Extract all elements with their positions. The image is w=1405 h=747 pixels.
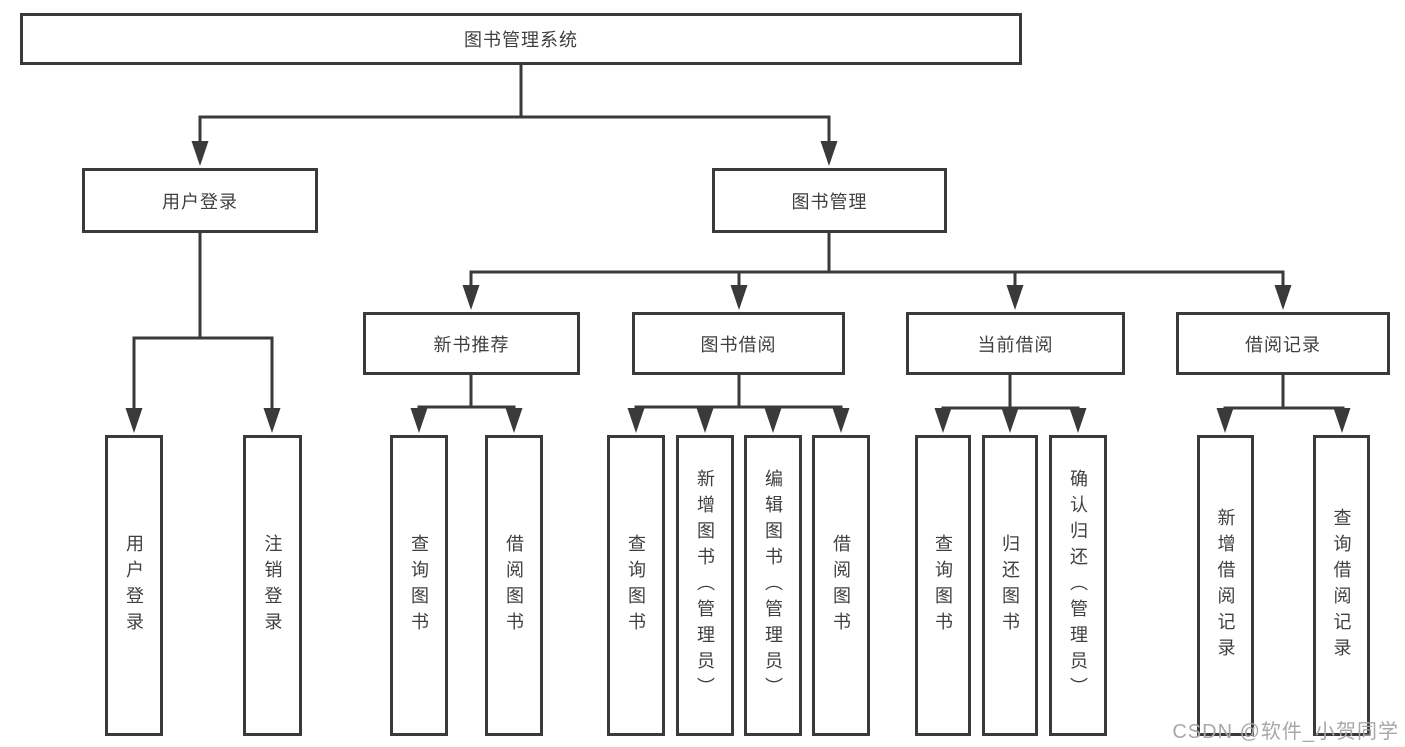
node-label-leaf-query-books-borrowing: 查询图书	[626, 533, 646, 638]
arrowhead-down-icon	[410, 408, 428, 433]
node-label-leaf-query-books-current: 查询图书	[933, 533, 953, 638]
arrowhead-down-icon	[1069, 408, 1087, 433]
node-label-leaf-borrow-books-borrowing: 借阅图书	[831, 533, 851, 638]
node-label-leaf-add-books-admin: 新增图书（管理员）	[695, 468, 715, 703]
node-leaf-add-borrow-record: 新增借阅记录	[1197, 435, 1254, 736]
node-leaf-query-books-current: 查询图书	[915, 435, 971, 736]
node-label-current-borrowing: 当前借阅	[977, 334, 1054, 355]
node-label-leaf-confirm-return-admin: 确认归还（管理员）	[1068, 468, 1088, 703]
arrowhead-down-icon	[505, 408, 523, 433]
node-label-leaf-logout: 注销登录	[262, 533, 283, 638]
node-leaf-query-books-borrowing: 查询图书	[607, 435, 665, 736]
node-book-borrowing: 图书借阅	[632, 312, 845, 375]
watermark: CSDN @软件_小贺同学	[1172, 721, 1399, 743]
node-label-borrowing-records: 借阅记录	[1245, 334, 1321, 355]
node-leaf-edit-books-admin: 编辑图书（管理员）	[744, 435, 802, 736]
arrowhead-down-icon	[764, 408, 782, 433]
node-label-leaf-edit-books-admin: 编辑图书（管理员）	[763, 468, 783, 703]
node-leaf-confirm-return-admin: 确认归还（管理员）	[1049, 435, 1107, 736]
node-leaf-add-books-admin: 新增图书（管理员）	[676, 435, 734, 736]
arrowhead-down-icon	[1216, 408, 1234, 433]
node-leaf-borrow-books-borrowing: 借阅图书	[812, 435, 870, 736]
arrowhead-down-icon	[730, 285, 748, 310]
node-book-management: 图书管理	[712, 168, 947, 233]
arrowhead-down-icon	[1274, 285, 1292, 310]
node-leaf-return-books: 归还图书	[982, 435, 1038, 736]
arrowhead-down-icon	[1001, 408, 1019, 433]
node-new-book-recommend: 新书推荐	[363, 312, 580, 375]
node-label-leaf-add-borrow-record: 新增借阅记录	[1215, 507, 1236, 664]
arrowhead-down-icon	[462, 285, 480, 310]
node-leaf-borrow-books-recommend: 借阅图书	[485, 435, 543, 736]
arrowhead-down-icon	[696, 408, 714, 433]
arrowhead-down-icon	[1333, 408, 1351, 433]
node-current-borrowing: 当前借阅	[906, 312, 1125, 375]
arrowhead-down-icon	[934, 408, 952, 433]
node-label-book-borrowing: 图书借阅	[700, 334, 777, 355]
node-label-book-management: 图书管理	[791, 191, 868, 212]
node-leaf-query-borrow-record: 查询借阅记录	[1313, 435, 1370, 736]
arrowhead-down-icon	[1006, 285, 1024, 310]
arrowhead-down-icon	[263, 408, 281, 433]
node-label-leaf-borrow-books-recommend: 借阅图书	[504, 533, 524, 638]
node-system: 图书管理系统	[20, 13, 1022, 65]
arrowhead-down-icon	[820, 141, 838, 166]
node-leaf-query-books-recommend: 查询图书	[390, 435, 448, 736]
arrowhead-down-icon	[125, 408, 143, 433]
arrowhead-down-icon	[191, 141, 209, 166]
node-label-new-book-recommend: 新书推荐	[433, 334, 510, 355]
node-user-login: 用户登录	[82, 168, 318, 233]
node-leaf-logout: 注销登录	[243, 435, 302, 736]
node-label-leaf-return-books: 归还图书	[1000, 533, 1020, 638]
node-borrowing-records: 借阅记录	[1176, 312, 1390, 375]
node-label-user-login: 用户登录	[162, 191, 238, 212]
node-label-leaf-query-books-recommend: 查询图书	[409, 533, 429, 638]
node-leaf-user-login: 用户登录	[105, 435, 163, 736]
node-label-leaf-query-borrow-record: 查询借阅记录	[1331, 507, 1352, 664]
node-label-system: 图书管理系统	[464, 30, 578, 50]
node-label-leaf-user-login: 用户登录	[124, 533, 144, 638]
arrowhead-down-icon	[832, 408, 850, 433]
arrowhead-down-icon	[627, 408, 645, 433]
